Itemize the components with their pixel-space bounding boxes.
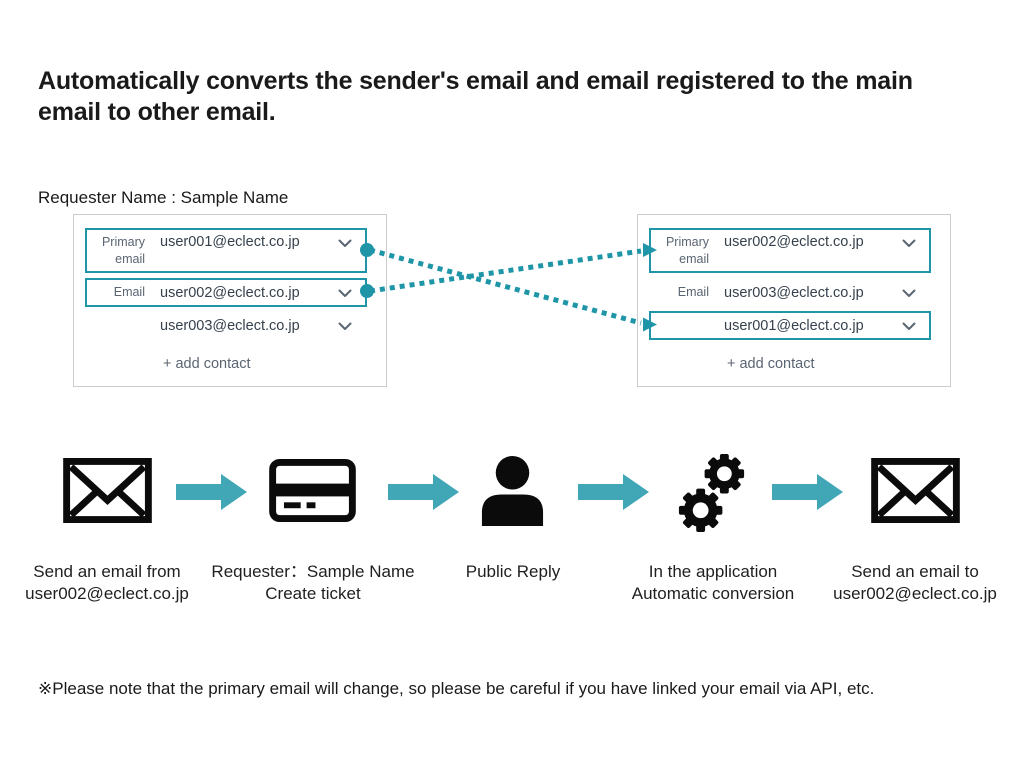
email-label: Email <box>113 285 145 300</box>
add-contact-button[interactable]: + add contact <box>727 356 815 372</box>
caption-line: Send an email to <box>851 562 979 581</box>
chevron-down-icon <box>902 322 916 330</box>
email-select[interactable]: user003@eclect.co.jp <box>85 311 367 340</box>
chevron-down-icon <box>338 289 352 297</box>
add-contact-button[interactable]: + add contact <box>163 356 251 372</box>
caption-line: Requester：Sample Name <box>211 562 415 581</box>
email-select[interactable]: Email user003@eclect.co.jp <box>649 278 931 307</box>
step-caption: Send an email to user002@eclect.co.jp <box>810 561 1020 605</box>
gears-icon <box>678 454 745 533</box>
chevron-down-icon <box>338 322 352 330</box>
primary-email-label: Primary email <box>101 235 145 266</box>
chevron-down-icon <box>902 239 916 247</box>
step-caption: Public Reply <box>438 561 588 583</box>
caption-line: user002@eclect.co.jp <box>25 583 189 603</box>
email-value: user001@eclect.co.jp <box>724 317 864 334</box>
ticket-card-icon <box>269 459 356 522</box>
arrow-right-icon <box>176 474 247 510</box>
primary-email-value: user001@eclect.co.jp <box>160 234 300 250</box>
requester-name-label: Requester Name : Sample Name <box>38 188 289 207</box>
step-caption: Requester：Sample Name Create ticket <box>198 561 428 605</box>
after-email-panel: Primary email user002@eclect.co.jp Email… <box>637 214 951 387</box>
email-select[interactable]: user001@eclect.co.jp <box>649 311 931 340</box>
primary-email-value: user002@eclect.co.jp <box>724 234 864 250</box>
chevron-down-icon <box>902 289 916 297</box>
email-value: user002@eclect.co.jp <box>160 284 300 301</box>
envelope-icon <box>63 458 152 523</box>
caption-line: In the application <box>648 562 778 581</box>
caption-line: user002@eclect.co.jp <box>833 583 997 603</box>
caption-line: Automatic conversion <box>631 583 795 603</box>
email-value: user003@eclect.co.jp <box>160 317 300 334</box>
primary-email-select[interactable]: Primary email user001@eclect.co.jp <box>85 228 367 273</box>
page-title: Automatically converts the sender's emai… <box>38 67 913 126</box>
email-select[interactable]: Email user002@eclect.co.jp <box>85 278 367 307</box>
step-caption: In the application Automatic conversion <box>603 561 823 605</box>
email-value: user003@eclect.co.jp <box>724 284 864 301</box>
mapping-dotted-line <box>369 247 642 326</box>
before-email-panel: Primary email user001@eclect.co.jp Email… <box>73 214 387 387</box>
mapping-dotted-line <box>369 248 642 294</box>
arrow-right-icon <box>772 474 843 510</box>
arrow-right-icon <box>578 474 649 510</box>
caption-line: Send an email from <box>33 562 181 581</box>
chevron-down-icon <box>338 239 352 247</box>
person-icon <box>481 456 544 526</box>
caption-line: Public Reply <box>465 562 561 581</box>
step-caption: Send an email from user002@eclect.co.jp <box>7 561 207 605</box>
primary-email-label: Primary email <box>665 235 709 266</box>
footnote: ※Please note that the primary email will… <box>38 679 875 698</box>
arrow-right-icon <box>388 474 459 510</box>
primary-email-select[interactable]: Primary email user002@eclect.co.jp <box>649 228 931 273</box>
email-label: Email <box>677 285 709 300</box>
envelope-icon <box>871 458 960 523</box>
caption-line: Create ticket <box>265 583 361 603</box>
